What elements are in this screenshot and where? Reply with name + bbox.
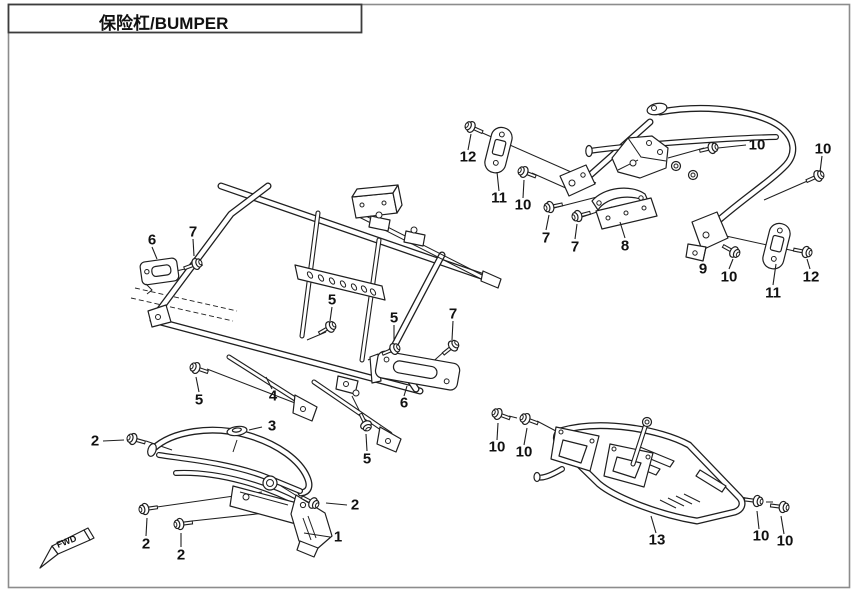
leg-clevis bbox=[292, 394, 402, 453]
page-border bbox=[7, 3, 851, 589]
callout-label: 2 bbox=[350, 496, 360, 514]
title-box bbox=[7, 3, 363, 34]
bolt-7-icon bbox=[568, 205, 595, 225]
callout-label: 7 bbox=[541, 229, 551, 247]
bolt-12-icon bbox=[461, 117, 488, 140]
bumper-mount-plate bbox=[229, 475, 302, 525]
callout-label: 12 bbox=[802, 268, 820, 286]
callout-label: 9 bbox=[698, 260, 708, 278]
clip-nut-3 bbox=[226, 425, 248, 437]
callout-label: 6 bbox=[399, 394, 409, 412]
bolt-2-icon bbox=[136, 499, 161, 518]
callout-label: 10 bbox=[776, 532, 794, 550]
bolt-12-icon bbox=[790, 242, 815, 261]
bracket-8 bbox=[591, 187, 658, 230]
bolt-10-icon bbox=[514, 162, 541, 184]
tube-clamp bbox=[368, 211, 426, 247]
callout-label: 13 bbox=[648, 531, 666, 549]
callout-label: 10 bbox=[752, 527, 770, 545]
callout-label: 10 bbox=[488, 438, 506, 456]
callout-label: 11 bbox=[765, 284, 781, 302]
callout-label: 6 bbox=[147, 231, 157, 249]
callout-label: 3 bbox=[267, 417, 277, 435]
bracket-6-left bbox=[139, 257, 180, 286]
rear-bumper-assembly bbox=[461, 102, 828, 270]
tube-end-tab bbox=[480, 270, 502, 289]
bolt-10-icon bbox=[717, 238, 744, 262]
bolt-10-icon bbox=[516, 409, 543, 431]
bolt-5-icon bbox=[313, 317, 340, 341]
callout-label: 10 bbox=[748, 136, 766, 154]
bolt-2-icon bbox=[171, 514, 196, 533]
left-leg-bracket bbox=[559, 164, 596, 197]
callout-label: 5 bbox=[389, 309, 399, 327]
callout-label: 1 bbox=[333, 528, 343, 546]
callout-label: 2 bbox=[141, 535, 151, 553]
bolt-10-icon bbox=[801, 166, 828, 189]
callout-label: 12 bbox=[459, 148, 477, 166]
callout-label: 2 bbox=[90, 432, 100, 450]
callout-label: 10 bbox=[720, 268, 738, 286]
bolt-5-icon bbox=[186, 358, 213, 380]
callout-label: 10 bbox=[514, 196, 532, 214]
bolt-10-icon bbox=[741, 491, 766, 510]
bolt-10-icon bbox=[488, 404, 515, 426]
callout-label: 5 bbox=[327, 291, 337, 309]
callout-label: 10 bbox=[515, 443, 533, 461]
bolt-7-icon bbox=[540, 196, 566, 216]
callout-label: 7 bbox=[570, 238, 580, 256]
callout-label: 2 bbox=[176, 546, 186, 564]
callout-label: 11 bbox=[491, 189, 507, 207]
leader-lines bbox=[102, 133, 823, 547]
page-title: 保险杠/BUMPER bbox=[99, 14, 229, 33]
callout-label: 7 bbox=[448, 305, 458, 323]
callout-label: 8 bbox=[620, 237, 630, 255]
fwd-arrow-icon: FWD bbox=[39, 527, 95, 569]
top-box-bracket bbox=[351, 184, 403, 219]
plate-11-right bbox=[762, 222, 791, 270]
callout-label: 5 bbox=[362, 450, 372, 468]
bottom-clamp bbox=[335, 375, 360, 397]
main-frame-assembly bbox=[130, 182, 502, 453]
bracket-6-right bbox=[369, 350, 461, 391]
perforated-plate bbox=[294, 264, 386, 301]
plate-11-left bbox=[484, 126, 513, 174]
callout-label: 5 bbox=[194, 391, 204, 409]
callout-label: 10 bbox=[814, 140, 832, 158]
bolt-2-icon bbox=[123, 429, 150, 450]
bolt-7-icon bbox=[437, 335, 464, 361]
center-cast-bracket bbox=[611, 135, 669, 179]
callout-label: 4 bbox=[268, 387, 278, 405]
skid-bracket-left bbox=[550, 426, 600, 472]
bracket-9 bbox=[685, 211, 729, 262]
skid-plate-assembly bbox=[488, 404, 792, 525]
front-bumper-assembly bbox=[123, 425, 333, 558]
callout-label: 7 bbox=[188, 223, 198, 241]
